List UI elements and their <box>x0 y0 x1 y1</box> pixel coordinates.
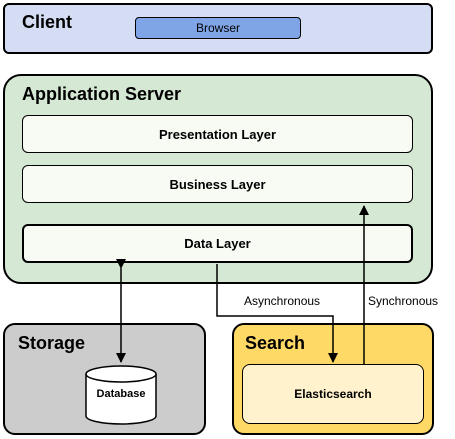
application-server-title: Application Server <box>22 84 182 104</box>
synchronous-label: Synchronous <box>367 294 440 308</box>
business-layer-label: Business Layer <box>169 176 266 192</box>
search-title: Search <box>245 333 306 353</box>
data-layer-label: Data Layer <box>184 236 251 251</box>
asynchronous-label: Asynchronous <box>243 294 322 308</box>
storage-title: Storage <box>18 333 86 353</box>
database-label: Database <box>96 388 146 400</box>
browser-box[interactable]: Browser <box>135 17 301 39</box>
database-cylinder[interactable] <box>85 365 157 425</box>
asynchronous-arrow <box>216 264 338 363</box>
elasticsearch-label: Elasticsearch <box>294 387 372 401</box>
business-layer[interactable]: Business Layer <box>22 165 413 203</box>
data-layer[interactable]: Data Layer <box>22 224 413 263</box>
browser-label: Browser <box>195 21 240 35</box>
client-title: Client <box>22 12 73 32</box>
presentation-layer[interactable]: Presentation Layer <box>22 115 413 153</box>
presentation-layer-label: Presentation Layer <box>158 126 277 142</box>
client-group <box>3 3 433 54</box>
elasticsearch-box[interactable]: Elasticsearch <box>242 364 424 424</box>
